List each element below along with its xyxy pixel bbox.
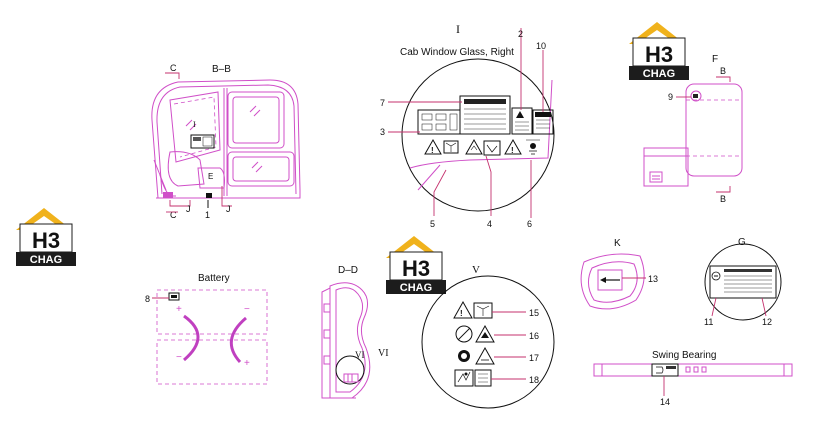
callout-18: 18 (529, 375, 539, 385)
detail-v-labels: V ! 15 16 17 18 (421, 264, 555, 409)
section-mark-c-top: C (170, 63, 177, 73)
battery-view: Battery + − − + 8 (145, 273, 268, 385)
logo-mark: H3 (645, 42, 673, 67)
swing-bearing-view: Swing Bearing 14 (593, 350, 793, 407)
section-mark-c-bottom: C (170, 210, 177, 220)
callout-3: 3 (380, 127, 385, 137)
view-title-swing-bearing: Swing Bearing (652, 350, 716, 361)
svg-text:+: + (244, 358, 250, 369)
section-mark-b-bottom: B (720, 194, 726, 204)
view-f: F B B 9 (643, 54, 743, 204)
view-g: G 11 12 (704, 237, 782, 327)
logo-center: H3 CHAG (386, 236, 446, 294)
callout-5: 5 (430, 219, 435, 229)
callout-15: 15 (529, 308, 539, 318)
callout-9: 9 (668, 92, 673, 102)
callout-16: 16 (529, 331, 539, 341)
svg-text:+: + (176, 304, 182, 315)
section-title-g: G (738, 237, 746, 248)
section-title-roman-1: I (456, 22, 460, 36)
logo-top-right: H3 CHAG (629, 22, 689, 80)
callout-6: 6 (527, 219, 532, 229)
callout-17: 17 (529, 353, 539, 363)
section-mark-vi-small: VI (355, 350, 365, 360)
logo-word: CHAG (400, 282, 432, 294)
section-mark-e: E (208, 172, 213, 181)
section-title-bb: B–B (212, 64, 231, 75)
callout-10: 10 (536, 41, 546, 51)
callout-4: 4 (487, 219, 492, 229)
view-title-battery: Battery (198, 273, 230, 284)
cab-section-bb: B–B C I E C J 1 (151, 63, 301, 220)
callout-13: 13 (648, 274, 658, 284)
callout-14: 14 (660, 397, 670, 407)
section-mark-b-top: B (720, 66, 726, 76)
view-title-cab-glass: Cab Window Glass, Right (400, 47, 514, 58)
logo-mark: H3 (402, 256, 430, 281)
callout-7: 7 (380, 98, 385, 108)
section-title-f: F (712, 54, 718, 65)
callout-11: 11 (704, 317, 713, 327)
callout-8: 8 (145, 294, 150, 304)
svg-text:−: − (176, 352, 182, 363)
view-dd: D–D VI (321, 265, 371, 399)
logo-mark: H3 (32, 228, 60, 253)
section-mark-j-left: J (186, 204, 191, 214)
callout-12: 12 (762, 317, 772, 327)
callout-1: 1 (205, 210, 210, 220)
logo-left: H3 CHAG (16, 208, 76, 266)
section-mark-j-right: J (226, 204, 231, 214)
view-k: K 13 (580, 238, 658, 310)
section-title-k: K (614, 238, 621, 249)
cab-glass-detail: I Cab Window Glass, Right ! (380, 22, 555, 229)
section-title-roman-5: V (472, 264, 480, 276)
logo-word: CHAG (30, 254, 62, 266)
section-title-dd: D–D (338, 265, 358, 276)
logo-word: CHAG (643, 68, 675, 80)
svg-text:!: ! (460, 309, 463, 318)
section-title-roman-6: VI (378, 348, 389, 359)
svg-text:!: ! (431, 146, 434, 155)
callout-2: 2 (518, 29, 523, 39)
svg-text:−: − (244, 304, 250, 315)
svg-text:!: ! (511, 146, 514, 155)
section-mark-i-small: I (193, 120, 196, 129)
